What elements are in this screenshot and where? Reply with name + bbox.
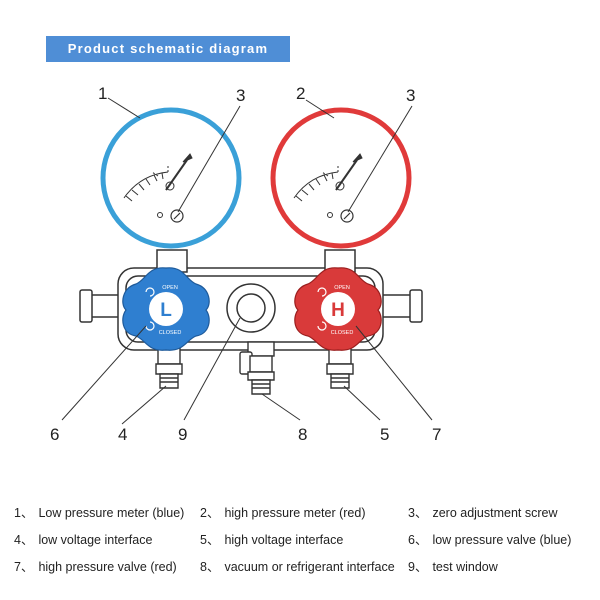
vacuum-refrigerant-interface (239, 341, 275, 395)
leader-1 (107, 97, 141, 119)
legend-text: low voltage interface (38, 533, 153, 547)
leader-8 (261, 393, 301, 421)
legend-text: high pressure meter (red) (224, 506, 366, 520)
legend-item-8: 8、 vacuum or refrigerant interface (200, 556, 395, 575)
high-pressure-valve-knob: H OPEN CLOSED (294, 267, 382, 351)
legend-text: high voltage interface (224, 533, 344, 547)
legend-num: 3、 (408, 506, 428, 520)
low-knob-letter: L (160, 300, 172, 321)
leader-3b (347, 105, 413, 213)
legend-num: 1、 (14, 506, 34, 520)
title-text: Product schematic diagram (67, 41, 269, 56)
legend-text: zero adjustment screw (432, 506, 558, 520)
low-knob-open-label: OPEN (162, 285, 178, 291)
legend-num: 8、 (200, 560, 220, 574)
legend-item-4: 4、 low voltage interface (14, 529, 152, 548)
legend-text: low pressure valve (blue) (432, 533, 572, 547)
callout-9: 9 (178, 425, 187, 444)
legend-text: test window (432, 560, 498, 574)
legend-num: 6、 (408, 533, 428, 547)
legend-item-7: 7、 high pressure valve (red) (14, 556, 177, 575)
legend-item-6: 6、 low pressure valve (blue) (408, 529, 571, 548)
legend-text: high pressure valve (red) (38, 560, 177, 574)
leader-2 (305, 99, 335, 119)
low-pressure-gauge (100, 107, 242, 249)
legend-num: 2、 (200, 506, 220, 520)
legend-text: vacuum or refrigerant interface (224, 560, 395, 574)
leader-3a (177, 105, 241, 213)
leader-9 (183, 317, 241, 421)
legend-num: 7、 (14, 560, 34, 574)
callout-3b: 3 (406, 86, 415, 105)
leader-4 (121, 385, 167, 425)
low-knob-closed-label: CLOSED (159, 330, 182, 336)
high-knob-open-label: OPEN (334, 285, 350, 291)
test-window (226, 283, 276, 333)
callout-5: 5 (380, 425, 389, 444)
callout-4: 4 (118, 425, 127, 444)
high-voltage-interface (326, 347, 354, 389)
legend-item-9: 9、 test window (408, 556, 498, 575)
zero-adjustment-screw-high (340, 209, 354, 223)
callout-3a: 3 (236, 86, 245, 105)
zero-adjustment-screw-low (170, 209, 184, 223)
leader-5 (343, 385, 381, 421)
callout-2: 2 (296, 84, 305, 103)
legend-item-3: 3、 zero adjustment screw (408, 502, 558, 521)
legend-text: Low pressure meter (blue) (38, 506, 185, 520)
callout-7: 7 (432, 425, 441, 444)
high-pressure-gauge (270, 107, 412, 249)
leader-6 (61, 325, 147, 421)
low-voltage-interface (155, 347, 183, 389)
callout-6: 6 (50, 425, 59, 444)
legend-num: 9、 (408, 560, 428, 574)
callout-8: 8 (298, 425, 307, 444)
legend-item-1: 1、 Low pressure meter (blue) (14, 502, 184, 521)
low-pressure-valve-knob: L OPEN CLOSED (122, 267, 210, 351)
title-banner: Product schematic diagram (46, 36, 290, 62)
callout-1: 1 (98, 84, 107, 103)
legend-num: 5、 (200, 533, 220, 547)
high-knob-closed-label: CLOSED (331, 330, 354, 336)
high-knob-letter: H (331, 300, 345, 321)
legend-num: 4、 (14, 533, 34, 547)
legend-item-2: 2、 high pressure meter (red) (200, 502, 365, 521)
leader-7 (355, 325, 433, 421)
legend-item-5: 5、 high voltage interface (200, 529, 343, 548)
leader-lines (61, 97, 433, 425)
